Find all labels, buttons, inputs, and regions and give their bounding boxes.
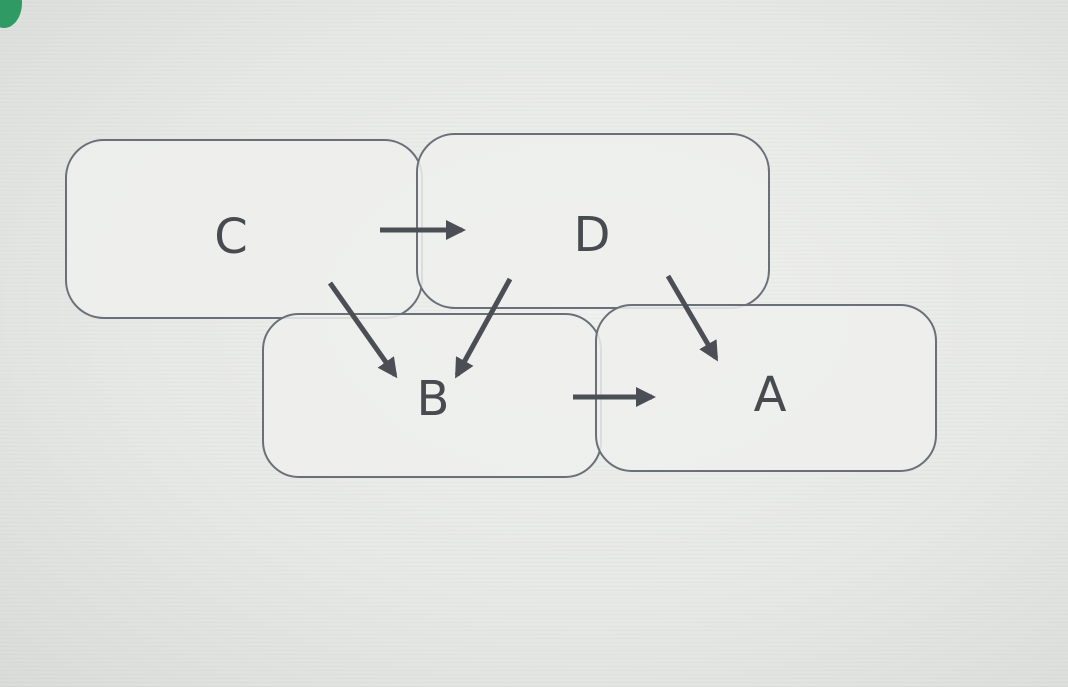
node-c: C	[65, 139, 423, 319]
edge-d-to-a	[665, 274, 719, 362]
edge-c-to-b	[327, 281, 398, 379]
node-a: A	[595, 304, 937, 472]
node-d-label: D	[574, 207, 611, 263]
node-a-label: A	[754, 367, 787, 423]
node-b-label: B	[417, 371, 450, 427]
node-b: B	[262, 313, 602, 478]
node-c-label: C	[214, 209, 248, 265]
node-d-box	[416, 133, 770, 309]
edge-d-to-b	[454, 277, 513, 379]
node-a-box	[595, 304, 937, 472]
node-d: D	[416, 133, 770, 309]
